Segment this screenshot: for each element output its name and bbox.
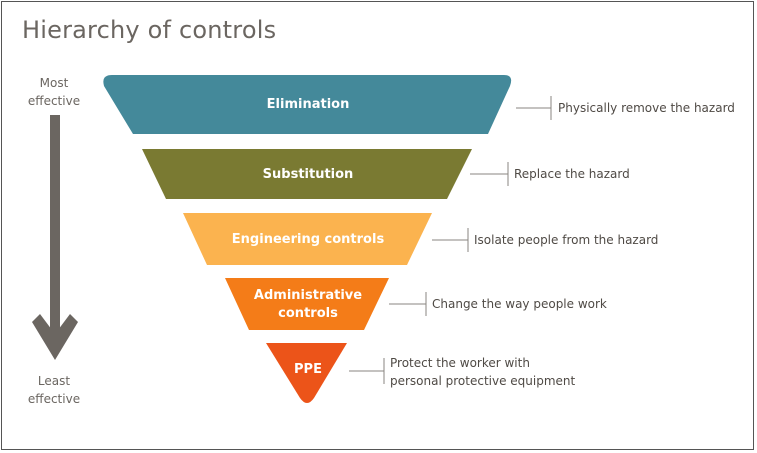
effectiveness-arrow-shaft bbox=[50, 115, 60, 335]
band-ppe bbox=[266, 343, 347, 403]
connector-ppe bbox=[349, 358, 385, 384]
desc-ppe: Protect the worker with personal protect… bbox=[390, 356, 576, 388]
page-title: Hierarchy of controls bbox=[22, 16, 277, 44]
band-administrative bbox=[225, 278, 389, 330]
label-administrative: Administrative controls bbox=[253, 288, 363, 321]
connector-elimination bbox=[516, 96, 552, 120]
label-engineering: Engineering controls bbox=[231, 232, 385, 247]
connector-substitution bbox=[470, 162, 509, 186]
effectiveness-arrow-head bbox=[32, 314, 78, 360]
band-elimination bbox=[103, 75, 512, 134]
least-effective-label: Least effective bbox=[27, 374, 81, 406]
band-engineering bbox=[183, 213, 432, 265]
connector-administrative bbox=[389, 292, 427, 316]
connector-engineering bbox=[432, 228, 469, 252]
label-ppe: PPE bbox=[294, 362, 322, 377]
desc-substitution: Replace the hazard bbox=[514, 167, 630, 181]
band-substitution bbox=[142, 149, 472, 199]
desc-engineering: Isolate people from the hazard bbox=[474, 233, 659, 247]
label-substitution: Substitution bbox=[262, 167, 354, 182]
most-effective-label: Most effective bbox=[27, 76, 81, 108]
label-elimination: Elimination bbox=[266, 97, 350, 112]
desc-elimination: Physically remove the hazard bbox=[558, 101, 735, 115]
desc-administrative: Change the way people work bbox=[432, 297, 607, 311]
